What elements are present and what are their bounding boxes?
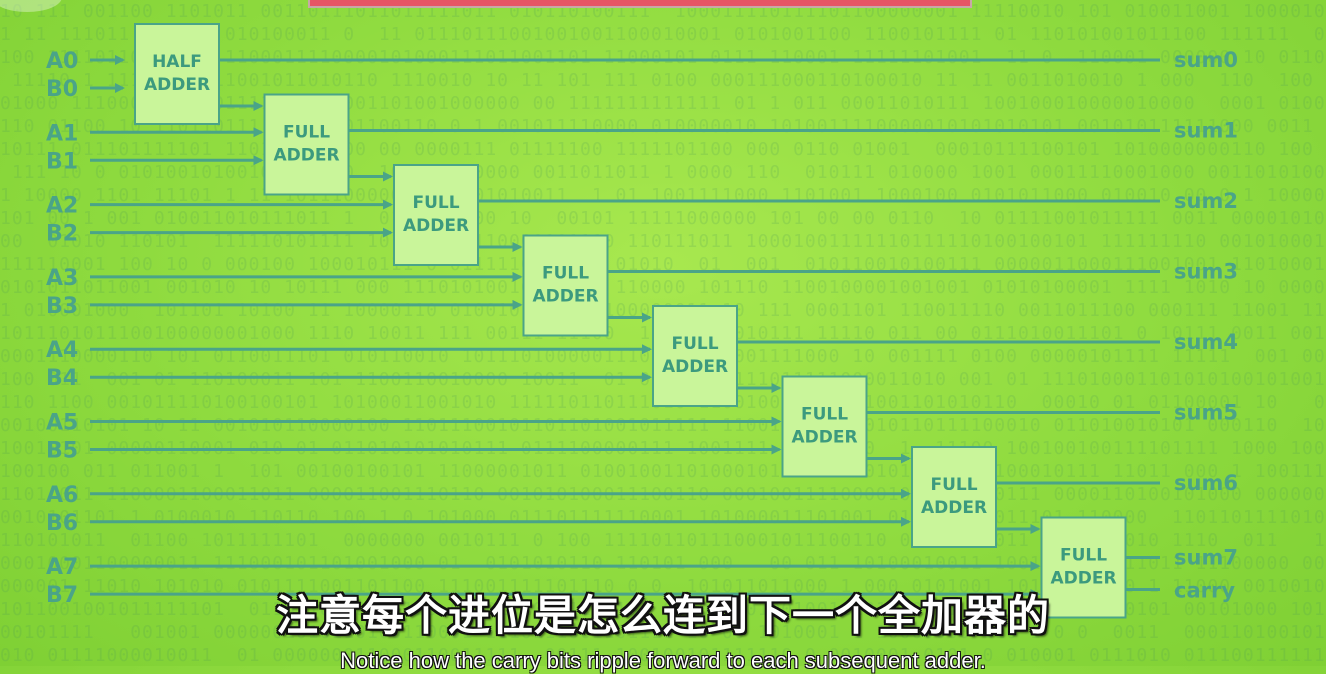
adder-label-0-line1: HALF: [152, 52, 202, 72]
output-label-1: sum1: [1174, 119, 1238, 143]
adder-box-4: [652, 305, 738, 407]
output-label-6: sum6: [1174, 471, 1238, 495]
adder-box-0: [134, 23, 220, 125]
input-label-b6: B6: [46, 511, 78, 536]
input-label-b4: B4: [46, 366, 78, 391]
adder-box-2: [393, 164, 479, 266]
input-label-a1: A1: [46, 121, 78, 146]
input-label-a7: A7: [46, 555, 78, 580]
output-label-4: sum4: [1174, 330, 1238, 354]
input-label-b0: B0: [46, 77, 78, 102]
input-label-b3: B3: [46, 294, 78, 319]
adder-box-6: [911, 446, 997, 548]
adder-label-3-line2: ADDER: [532, 287, 598, 307]
input-label-b5: B5: [46, 439, 78, 464]
output-label-3: sum3: [1174, 260, 1238, 284]
input-label-a6: A6: [46, 483, 78, 508]
adder-label-6-line2: ADDER: [921, 498, 987, 518]
corner-logo-shape: [0, 0, 62, 12]
input-label-a3: A3: [46, 266, 78, 291]
adder-label-5-line2: ADDER: [791, 428, 857, 448]
adder-label-2-line1: FULL: [412, 193, 459, 213]
output-label-0: sum0: [1174, 48, 1238, 72]
adder-box-3: [522, 234, 609, 337]
carry-out-label: carry: [1174, 579, 1235, 603]
input-label-a2: A2: [46, 194, 78, 219]
subtitle-chinese: 注意每个进位是怎么连到下一个全加器的: [275, 591, 1050, 640]
adder-label-6-line1: FULL: [930, 475, 977, 495]
output-label-5: sum5: [1174, 401, 1238, 425]
adder-box-7: [1040, 516, 1127, 619]
subtitle-english: Notice how the carry bits ripple forward…: [340, 648, 986, 673]
adder-box-5: [781, 375, 868, 478]
input-label-b2: B2: [46, 222, 78, 247]
adder-label-7-line2: ADDER: [1050, 569, 1116, 589]
input-label-a0: A0: [46, 49, 78, 74]
title-banner: [308, 0, 972, 8]
adder-label-2-line2: ADDER: [403, 216, 469, 236]
adder-label-3-line1: FULL: [542, 264, 589, 284]
input-label-b1: B1: [46, 149, 78, 174]
adder-label-4-line1: FULL: [671, 334, 718, 354]
input-label-b7: B7: [46, 583, 78, 608]
adder-label-1-line2: ADDER: [273, 146, 339, 166]
output-label-7: sum7: [1174, 546, 1238, 570]
input-label-a5: A5: [46, 411, 78, 436]
adder-label-0-line2: ADDER: [144, 75, 210, 95]
adder-box-1: [263, 93, 350, 196]
adder-label-5-line1: FULL: [801, 405, 848, 425]
adder-label-7-line1: FULL: [1060, 546, 1107, 566]
output-label-2: sum2: [1174, 189, 1238, 213]
adder-label-4-line2: ADDER: [662, 357, 728, 377]
adder-label-1-line1: FULL: [283, 123, 330, 143]
input-label-a4: A4: [46, 338, 78, 363]
